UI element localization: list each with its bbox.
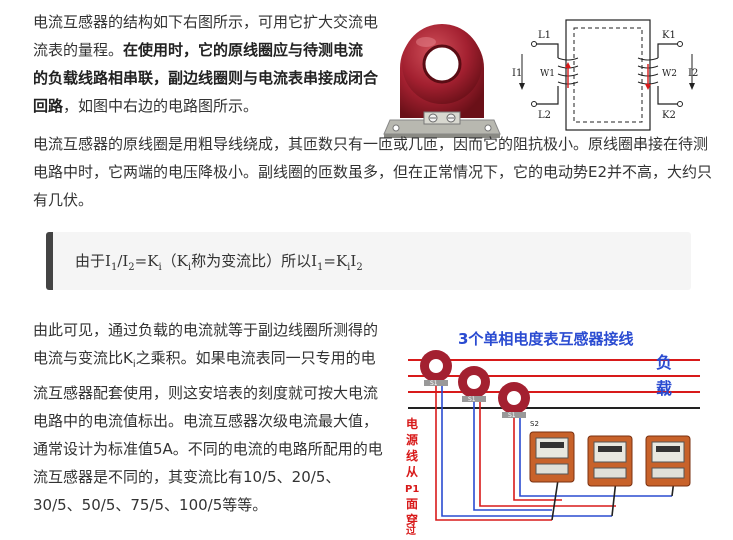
energy-meter-3 [645, 435, 691, 487]
ct3-s2-label: S2 [530, 420, 539, 428]
formula-part: （K [161, 252, 188, 270]
source-char: 面 [406, 497, 418, 511]
label-I2: I2 [688, 68, 698, 79]
load-char-1: 负 [656, 353, 672, 372]
ct3-p1-label: P1 [506, 376, 516, 384]
intro-bold-sentence: 在使用时，它的原线圈应与待测电流的负载线路相串联，副边线圈则与电流表串接成闭合回… [33, 41, 379, 115]
formula-sub: 1 [317, 262, 324, 273]
label-I1: I1 [512, 68, 522, 79]
current-transformer-photo [383, 24, 501, 138]
label-K1: K1 [662, 30, 676, 41]
formula-part: /I [117, 252, 129, 270]
ct1-p1-label: P1 [428, 344, 438, 352]
formula-part: I [350, 252, 357, 270]
formula-sub: i [347, 262, 351, 273]
label-W1: W1 [540, 69, 555, 79]
formula-part: 称为变流比）所以I [191, 252, 318, 270]
formula-part: =K [323, 252, 348, 270]
label-L1: L1 [538, 30, 551, 41]
formula-part: 由于I [75, 252, 111, 270]
intro-paragraph: 电流互感器的结构如下右图所示，可用它扩大交流电流表的量程。在使用时，它的原线圈应… [33, 8, 378, 120]
source-char: P1 [405, 484, 419, 495]
current-transformer-1: P1 S1 [420, 344, 452, 387]
formula-sub: 2 [128, 262, 135, 273]
label-L2: L2 [538, 110, 551, 121]
wiring-title: 3个单相电度表互感器接线 [458, 330, 633, 348]
three-meter-wiring-diagram: 3个单相电度表互感器接线 负 载 电 源 线 从 P1 面 穿 过 P1 S1 … [402, 320, 700, 535]
intro-sentence-1: 电流互感器的结构如下右图所示，可用它扩大交流电流表的量程。 [33, 13, 379, 59]
conclusion-paragraph: 由此可见，通过负载的电流就等于副边线圈所测得的电流与变流比Ki之乘积。如果电流表… [33, 316, 383, 519]
formula-sub: i [158, 262, 162, 273]
formula-text: 由于I1/I2=Ki（Ki称为变流比）所以I1=KiI2 [75, 250, 363, 273]
current-transformer-schematic: L1 L2 K1 K2 W1 W2 I1 I2 [512, 19, 698, 131]
source-char: 从 [406, 465, 418, 479]
formula-sub: 1 [110, 262, 118, 273]
ct2-s1-label: S1 [468, 396, 476, 403]
conclusion-sub: i [132, 359, 136, 370]
formula-sub: i [187, 262, 192, 273]
energy-meter-2 [587, 435, 633, 487]
ct2-p1-label: P1 [466, 360, 476, 368]
current-transformer-3: P1 S1 S2 [498, 376, 539, 428]
conclusion-part: 之乘积。如果电流表同一只专用的电流互感器配套使用，则这安培表的刻度就可按大电流电… [33, 349, 383, 514]
ct1-s1-label: S1 [430, 380, 438, 387]
source-char: 过 [406, 524, 416, 535]
source-char: 电 [406, 416, 418, 431]
ct3-s1-label: S1 [508, 412, 516, 419]
conclusion-part: 由此可见，通过负载的电流就等于副边线圈所测得的电流与变流比K [33, 321, 379, 367]
source-char: 线 [406, 448, 418, 463]
label-K2: K2 [662, 110, 676, 121]
formula-part: =K [134, 252, 159, 270]
formula-quote-block: 由于I1/I2=Ki（Ki称为变流比）所以I1=KiI2 [46, 232, 691, 290]
primary-coil-paragraph: 电流互感器的原线圈是用粗导线绕成，其匝数只有一匝或几匝，因而它的阻抗极小。原线圈… [33, 135, 713, 209]
formula-sub: 2 [356, 262, 363, 273]
source-char: 源 [406, 432, 418, 447]
energy-meter-1 [529, 431, 575, 483]
load-char-2: 载 [656, 379, 672, 398]
label-W2: W2 [662, 69, 677, 79]
current-transformer-2: P1 S1 [458, 360, 490, 403]
source-char: 穿 [406, 512, 418, 527]
intro-sentence-3: ，如图中右边的电路图所示。 [63, 97, 259, 115]
